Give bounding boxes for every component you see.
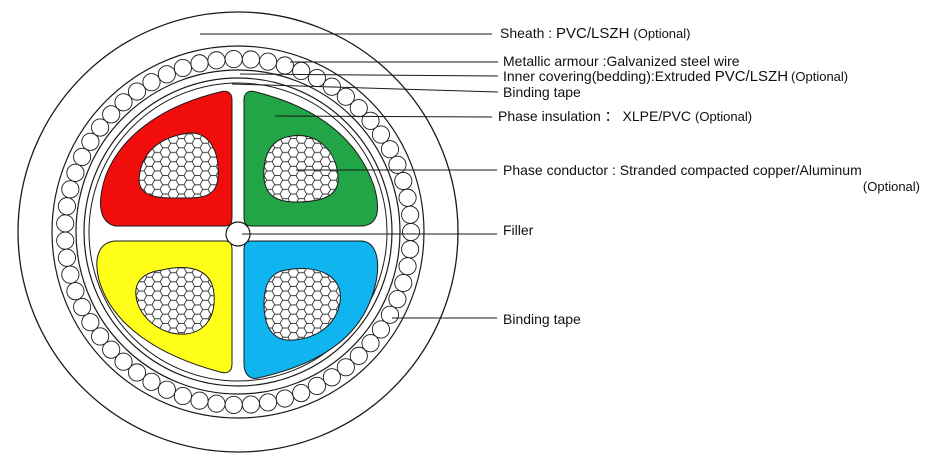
label-phase-insulation: Phase insulation ： XLPE/PVC(Optional): [498, 108, 752, 124]
conductor-blue-strands: [264, 268, 341, 341]
armour-wire: [275, 389, 294, 408]
armour-wire: [361, 334, 380, 353]
armour-wire: [81, 313, 100, 332]
label-armour: Metallic armour :Galvanized steel wire: [503, 53, 740, 69]
armour-wire: [73, 147, 92, 166]
armour-wire: [224, 49, 243, 69]
label-binding-tape-bottom: Binding tape: [503, 311, 581, 327]
armour-wire: [394, 171, 413, 191]
armour-wire: [114, 93, 133, 112]
armour-wire: [91, 327, 110, 346]
armour-wire: [322, 368, 341, 387]
armour-wire: [336, 358, 355, 377]
armour-wire: [292, 383, 311, 403]
armour-wire: [388, 155, 407, 174]
conductor-red-strands: [139, 133, 219, 199]
armour-wire: [142, 73, 161, 92]
armour-wire: [349, 346, 368, 365]
armour-wire: [66, 163, 85, 182]
armour-wire: [127, 82, 147, 101]
armour-wire: [190, 391, 209, 410]
armour-wire: [371, 320, 390, 339]
label-binding-tape-top: Binding tape: [503, 84, 581, 100]
label-phase-conductor-optional: (Optional): [863, 179, 920, 194]
armour-wire: [380, 140, 399, 159]
armour-wire: [56, 214, 75, 233]
label-filler: Filler: [503, 222, 534, 238]
armour-wire: [73, 298, 92, 317]
armour-wire: [401, 240, 420, 259]
armour-wire: [292, 61, 311, 81]
armour-wire: [190, 54, 209, 73]
armour-wire: [336, 87, 355, 106]
armour-wire: [401, 205, 420, 224]
armour-wire: [102, 105, 121, 124]
conductor-green-strands: [263, 135, 339, 202]
armour-wire: [398, 188, 417, 207]
leader-binding-top: [231, 83, 499, 93]
armour-wire: [380, 305, 399, 324]
armour-wire: [81, 132, 100, 151]
armour-wire: [388, 290, 407, 309]
armour-wire: [57, 248, 76, 267]
leader-inner: [239, 73, 499, 77]
armour-wire: [224, 395, 243, 415]
armour-wire: [61, 180, 80, 199]
leader-insulation: [274, 115, 493, 118]
label-inner-covering: Inner covering(bedding):Extruded PVC/LSZ…: [503, 68, 848, 85]
armour-wire: [275, 56, 294, 75]
armour-wire: [258, 52, 278, 71]
armour-wire: [56, 231, 75, 250]
armour-wire: [61, 265, 80, 284]
leader-lines: [200, 33, 499, 319]
armour-wire: [173, 386, 192, 406]
armour-wire: [102, 340, 121, 359]
armour-wire: [114, 352, 133, 371]
armour-wire: [91, 118, 110, 137]
armour-wire: [127, 363, 147, 382]
armour-wire: [307, 69, 326, 88]
armour-wire: [57, 197, 76, 216]
armour-wire: [307, 376, 326, 396]
armour-wire: [241, 50, 260, 69]
armour-wire: [241, 395, 260, 414]
conductor-yellow-strands: [135, 267, 215, 335]
armour-wire: [157, 380, 176, 399]
armour-wire: [157, 65, 176, 84]
armour-wire: [394, 273, 413, 293]
armour-wire: [401, 222, 421, 242]
armour-wire: [207, 394, 226, 413]
armour-wire: [371, 125, 390, 144]
label-sheath: Sheath : PVC/LSZH(Optional): [500, 25, 690, 42]
armour-wire: [173, 58, 192, 78]
armour-wire: [258, 393, 278, 412]
armour-wire: [142, 372, 161, 391]
armour-wire: [398, 257, 417, 276]
armour-wire: [207, 51, 226, 70]
armour-wire: [66, 282, 85, 301]
label-phase-conductor: Phase conductor : Stranded compacted cop…: [503, 162, 862, 178]
